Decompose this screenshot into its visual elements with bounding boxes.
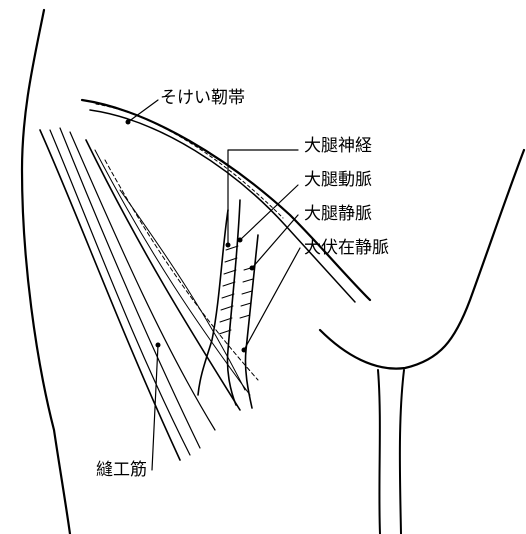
body-outline-left: [22, 10, 70, 534]
label-femoral-vein: 大腿静脈: [304, 206, 372, 223]
femoral-vessel-center: [227, 200, 240, 405]
sartorius-muscle: [40, 130, 180, 460]
leader-artery: [240, 185, 298, 240]
label-sartorius: 縫工筋: [96, 462, 147, 479]
vertical-strip: [378, 370, 404, 534]
leader-vein: [252, 215, 298, 268]
label-femoral-artery: 大腿動脈: [304, 172, 372, 189]
label-inguinal-ligament: そけい靭帯: [160, 90, 245, 107]
femoral-vessel-right: [245, 235, 258, 408]
label-femoral-nerve: 大腿神経: [304, 138, 372, 155]
label-great-saphenous-vein: 大伏在静脈: [304, 240, 389, 257]
leader-saphenous: [244, 248, 300, 350]
